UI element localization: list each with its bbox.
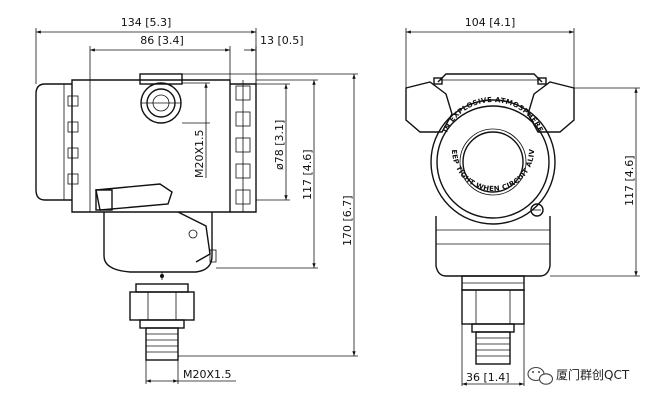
dim-housing-height-front: 117 [4.6] bbox=[623, 155, 636, 206]
side-left-cover bbox=[35, 83, 72, 201]
dim-hex-size: 36 [1.4] bbox=[466, 371, 510, 384]
dim-front-width: 104 [4.1] bbox=[465, 16, 516, 29]
dim-process-thread: M20X1.5 bbox=[183, 368, 232, 381]
dim-cable-thread: M20X1.5 bbox=[193, 129, 206, 178]
front-left-ear bbox=[405, 81, 453, 133]
front-window bbox=[462, 131, 524, 193]
side-bracket bbox=[95, 183, 173, 211]
cover-text-outer: IN EXPLOSIVE ATMOSPHERE bbox=[441, 96, 544, 134]
dim-cover-diameter: ø78 [3.1] bbox=[273, 120, 286, 170]
side-process-connection bbox=[129, 283, 195, 361]
watermark-text: 厦门群创QCT bbox=[556, 367, 630, 382]
watermark: 厦门群创QCT bbox=[527, 366, 630, 385]
dim-housing-height-side: 117 [4.6] bbox=[301, 149, 314, 200]
front-process-connection bbox=[461, 275, 525, 365]
dim-total-height: 170 [6.7] bbox=[341, 195, 354, 246]
wechat-icon bbox=[527, 366, 554, 385]
dim-cover-offset: 13 [0.5] bbox=[260, 34, 304, 47]
cover-text-inner: KEEP TIGHT WHEN CIRCUIT ALIVE bbox=[0, 0, 536, 193]
cable-entry-boss bbox=[139, 73, 183, 124]
side-left-ribs bbox=[67, 95, 79, 185]
front-neck bbox=[435, 216, 551, 277]
dim-side-width: 134 [5.3] bbox=[121, 16, 172, 29]
dim-housing-width: 86 [3.4] bbox=[140, 34, 184, 47]
side-view: 134 [5.3] 86 [3.4] 13 [0.5] M20X1.5 ø78 … bbox=[35, 16, 358, 384]
front-cover-outer bbox=[430, 99, 556, 225]
front-screw bbox=[530, 203, 544, 217]
